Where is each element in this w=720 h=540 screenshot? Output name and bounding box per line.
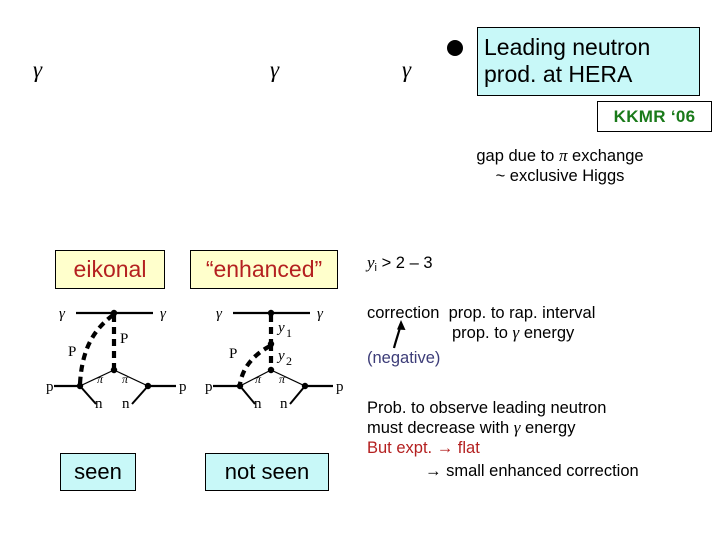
photon-symbol-inline: γ: [512, 323, 520, 342]
status-box-not-seen: not seen: [205, 453, 329, 491]
photon-symbol-top-3: γ: [402, 57, 412, 82]
pomeron-left-label: P: [68, 344, 76, 360]
correction-line-2: prop. to γ energy: [452, 323, 574, 343]
rapidity-subscript: i: [374, 262, 377, 274]
pi-symbol: π: [558, 146, 568, 165]
photon-symbol-top-2: γ: [270, 57, 280, 82]
pomeron-line-left: [77, 313, 115, 385]
callout-leading-neutron: Leading neutron prod. at HERA: [477, 27, 700, 96]
note-line-2: ~ exclusive Higgs: [495, 167, 625, 185]
pomeron-left-label: P: [229, 346, 237, 362]
enhanced-diagram: γ γ y 1 y 2 P π π p p n n: [205, 298, 355, 412]
pion-left-label: π: [97, 372, 104, 386]
note-line-1-pre: gap due to: [476, 147, 559, 165]
note-line-1-post: exchange: [567, 147, 644, 165]
proton-in-label: p: [46, 379, 54, 395]
conclusion-line-2: must decrease with γ energy: [367, 418, 575, 438]
pion-line-left: [79, 369, 115, 387]
photon-out-label: γ: [317, 306, 324, 322]
conclusion-line-1: Prob. to observe leading neutron: [367, 399, 607, 417]
correction-prop-2-post: energy: [519, 324, 575, 342]
photon-symbol-inline-2: γ: [513, 418, 521, 437]
rapidity-1-label: y: [276, 320, 285, 336]
photon-in-label: γ: [59, 306, 66, 322]
vertex-top: [267, 309, 275, 317]
label-box-eikonal: eikonal: [55, 250, 165, 289]
neutron-line-right: [289, 385, 306, 405]
neutron-left-label: n: [254, 396, 262, 412]
pion-left-label: π: [255, 372, 262, 386]
pomeron-right-label: P: [120, 331, 128, 347]
callout-line-2: prod. at HERA: [484, 60, 633, 87]
label-box-enhanced: “enhanced”: [190, 250, 338, 289]
rapidity-condition: yi > 2 – 3: [367, 253, 433, 278]
rapidity-var: y: [367, 253, 375, 272]
rapidity-rest: > 2 – 3: [377, 254, 433, 272]
note-gap-exchange: gap due to π exchange ~ exclusive Higgs: [410, 146, 710, 186]
photon-in-label: γ: [216, 306, 223, 322]
proton-out-label: p: [336, 379, 344, 395]
neutron-right-label: n: [122, 396, 130, 412]
label-enhanced: “enhanced”: [205, 256, 323, 282]
neutron-line-right: [131, 385, 149, 405]
pion-right-label: π: [122, 372, 129, 386]
eikonal-diagram: γ γ P P π π p p n n: [46, 298, 198, 412]
pomeron-line-left: [237, 344, 272, 385]
negative-annotation: (negative): [367, 349, 441, 367]
pion-right-label: π: [279, 372, 286, 386]
neutron-line-left: [239, 385, 256, 405]
correction-line-1: correction prop. to rap. interval: [367, 303, 595, 323]
rapidity-2-label: y: [276, 348, 285, 364]
correction-prop-1: prop. to rap. interval: [448, 304, 596, 322]
correction-word: correction: [367, 304, 440, 322]
neutron-right-label: n: [280, 396, 288, 412]
pion-line-right: [270, 369, 306, 387]
bullet-dot-icon: [447, 40, 463, 56]
conclusion-line-4: → small enhanced correction: [425, 462, 639, 480]
photon-symbol-top-1: γ: [33, 57, 43, 82]
pion-line-right: [113, 369, 149, 387]
rapidity-1-subscript: 1: [286, 326, 292, 340]
pion-line-left: [239, 369, 272, 387]
up-arrow-icon: [388, 318, 414, 350]
citation-box-kkmr: KKMR ‘06: [597, 101, 712, 132]
citation-label: KKMR ‘06: [613, 106, 696, 126]
conclusion-line-2-pre: must decrease with: [367, 419, 514, 437]
label-eikonal: eikonal: [73, 256, 147, 282]
conclusion-line-3: But expt. → flat: [367, 439, 480, 457]
proton-out-label: p: [179, 379, 187, 395]
status-label-seen: seen: [74, 459, 122, 484]
photon-out-label: γ: [160, 306, 167, 322]
rapidity-2-subscript: 2: [286, 354, 292, 368]
status-box-seen: seen: [60, 453, 136, 491]
neutron-line-left: [79, 385, 97, 405]
neutron-left-label: n: [95, 396, 103, 412]
correction-prop-2-pre: prop. to: [452, 324, 513, 342]
note-line-1: gap due to π exchange: [410, 146, 710, 166]
callout-line-1: Leading neutron: [484, 33, 651, 60]
conclusion-line-2-post: energy: [520, 419, 576, 437]
proton-in-label: p: [205, 379, 213, 395]
status-label-not-seen: not seen: [224, 459, 310, 484]
